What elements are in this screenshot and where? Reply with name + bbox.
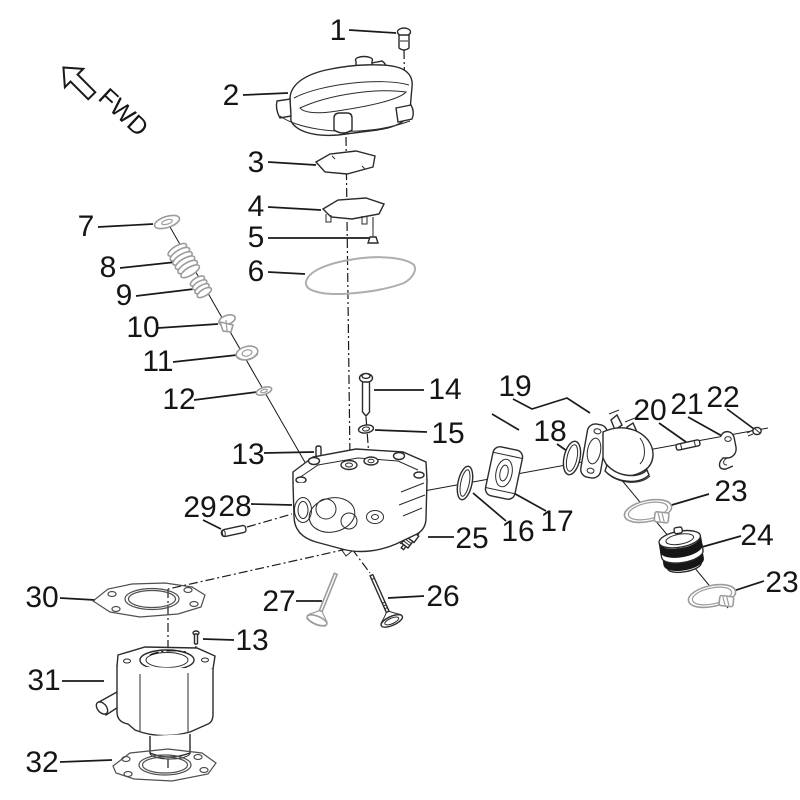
part-label-6: 6 [248, 255, 265, 288]
part-label-24: 24 [740, 519, 773, 552]
part-31-cylinder [95, 646, 216, 760]
part-19-intake-pipe [580, 409, 654, 483]
part-24-intake-joint-boot [658, 526, 704, 574]
part-32-cylinder-gasket [112, 748, 217, 782]
part-20-stud [675, 439, 701, 451]
part-10-valve-keeper [218, 314, 236, 333]
part-label-16: 16 [501, 515, 534, 548]
part-label-17: 17 [540, 505, 573, 538]
fwd-arrow-icon [62, 66, 97, 101]
part-label-27: 27 [262, 585, 295, 618]
part-label-20: 20 [633, 394, 666, 427]
part-12-stem-seal [255, 386, 273, 396]
part-21-clamp-bracket [718, 430, 737, 470]
part-label-10: 10 [126, 311, 159, 344]
part-label-2: 2 [223, 79, 240, 112]
part-number-labels: 1 2 3 4 5 6 7 8 9 10 11 12 13 14 15 16 1… [25, 14, 798, 779]
part-18-o-ring [562, 440, 582, 476]
part-label-9: 9 [116, 279, 133, 312]
part-label-19: 19 [498, 370, 531, 403]
part-label-11: 11 [142, 345, 173, 378]
part-label-13a: 13 [231, 438, 264, 471]
part-11-spring-seat [235, 345, 259, 361]
part-29-dowel-pin [220, 524, 247, 538]
part-2-valve-cover [275, 55, 414, 137]
fwd-label: FWD [93, 83, 154, 142]
part-label-15: 15 [431, 417, 464, 450]
part-label-22: 22 [706, 381, 739, 414]
part-label-14: 14 [428, 373, 461, 406]
part-label-31: 31 [27, 664, 60, 697]
part-30-head-gasket [91, 582, 206, 618]
part-17-insulator-spacer [484, 446, 524, 500]
part-label-1: 1 [330, 14, 347, 47]
part-23-hose-clamp-a [623, 498, 673, 524]
part-label-30: 30 [25, 581, 58, 614]
part-23-hose-clamp-b [687, 583, 737, 609]
part-label-23b: 23 [765, 566, 798, 599]
part-label-29: 29 [183, 491, 216, 524]
part-9-valve-spring-inner [189, 275, 213, 299]
part-label-3: 3 [248, 146, 265, 179]
part-5-pin [367, 228, 379, 244]
part-label-12: 12 [162, 383, 195, 416]
part-label-23a: 23 [714, 475, 747, 508]
part-label-5: 5 [248, 221, 265, 254]
part-4-breather-plate [321, 197, 385, 225]
part-label-25: 25 [455, 522, 488, 555]
part-label-4: 4 [248, 190, 265, 223]
part-label-32: 32 [25, 746, 58, 779]
part-3-gasket-plate [314, 150, 376, 175]
part-label-7: 7 [78, 210, 95, 243]
part-22-bolt [746, 426, 762, 437]
part-label-26: 26 [426, 580, 459, 613]
part-14-flange-bolt [358, 372, 374, 418]
part-label-18: 18 [533, 415, 566, 448]
part-26-exhaust-valve [369, 573, 404, 628]
part-6-cover-gasket [304, 256, 416, 295]
part-16-o-ring [456, 465, 474, 501]
part-label-28: 28 [218, 490, 251, 523]
part-7-spring-retainer [153, 214, 181, 230]
part-15-washer [357, 424, 375, 434]
part-13-pin-b [192, 630, 200, 645]
part-1-bolt [396, 27, 412, 51]
part-label-21: 21 [670, 388, 703, 421]
part-8-valve-spring [167, 242, 201, 279]
part-27-intake-valve [306, 572, 339, 627]
part-28-cylinder-head [292, 448, 428, 557]
part-label-8: 8 [100, 251, 117, 284]
part-label-13b: 13 [235, 624, 268, 657]
leader-lines [59, 29, 765, 763]
